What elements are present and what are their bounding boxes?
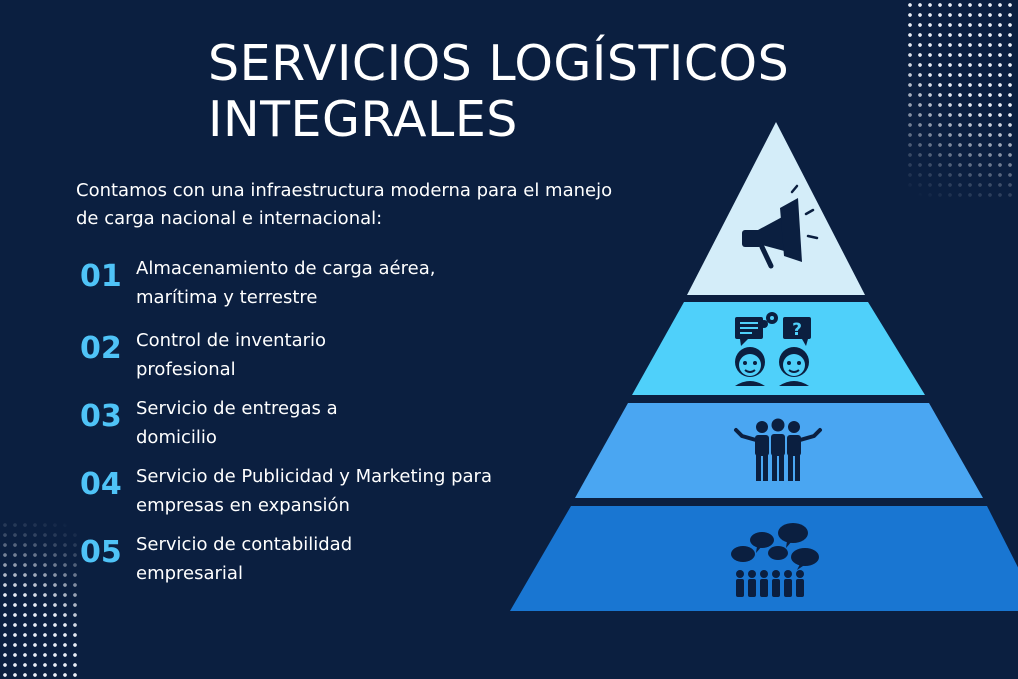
pyramid-tier-1 [687, 122, 865, 295]
audience-speech-bubbles-icon [731, 523, 819, 597]
title-line-2: INTEGRALES [208, 91, 518, 148]
team-embrace-icon [734, 418, 822, 481]
page-title: SERVICIOS LOGÍSTICOS INTEGRALES [208, 36, 789, 148]
intro-text: Contamos con una infraestructura moderna… [76, 180, 613, 229]
service-text: Servicio de Publicidad y Marketing para … [136, 466, 492, 516]
service-text: Servicio de entregas a domicilio [136, 398, 338, 448]
service-text: Almacenamiento de carga aérea, marítima … [136, 258, 436, 308]
service-number: 03 [80, 399, 122, 434]
people-discussion-icon: ? [735, 312, 811, 386]
pyramid-tier-4 [510, 506, 1018, 611]
service-text: Servicio de contabilidad empresarial [136, 534, 353, 584]
service-number: 01 [80, 259, 122, 294]
service-text: Control de inventario profesional [136, 330, 327, 380]
title-line-1: SERVICIOS LOGÍSTICOS [208, 35, 790, 92]
megaphone-icon [742, 184, 819, 269]
service-number: 04 [80, 467, 122, 502]
service-number: 05 [80, 535, 122, 570]
service-number: 02 [80, 331, 122, 366]
svg-text:?: ? [792, 320, 802, 340]
pyramid-tier-2 [632, 302, 925, 395]
